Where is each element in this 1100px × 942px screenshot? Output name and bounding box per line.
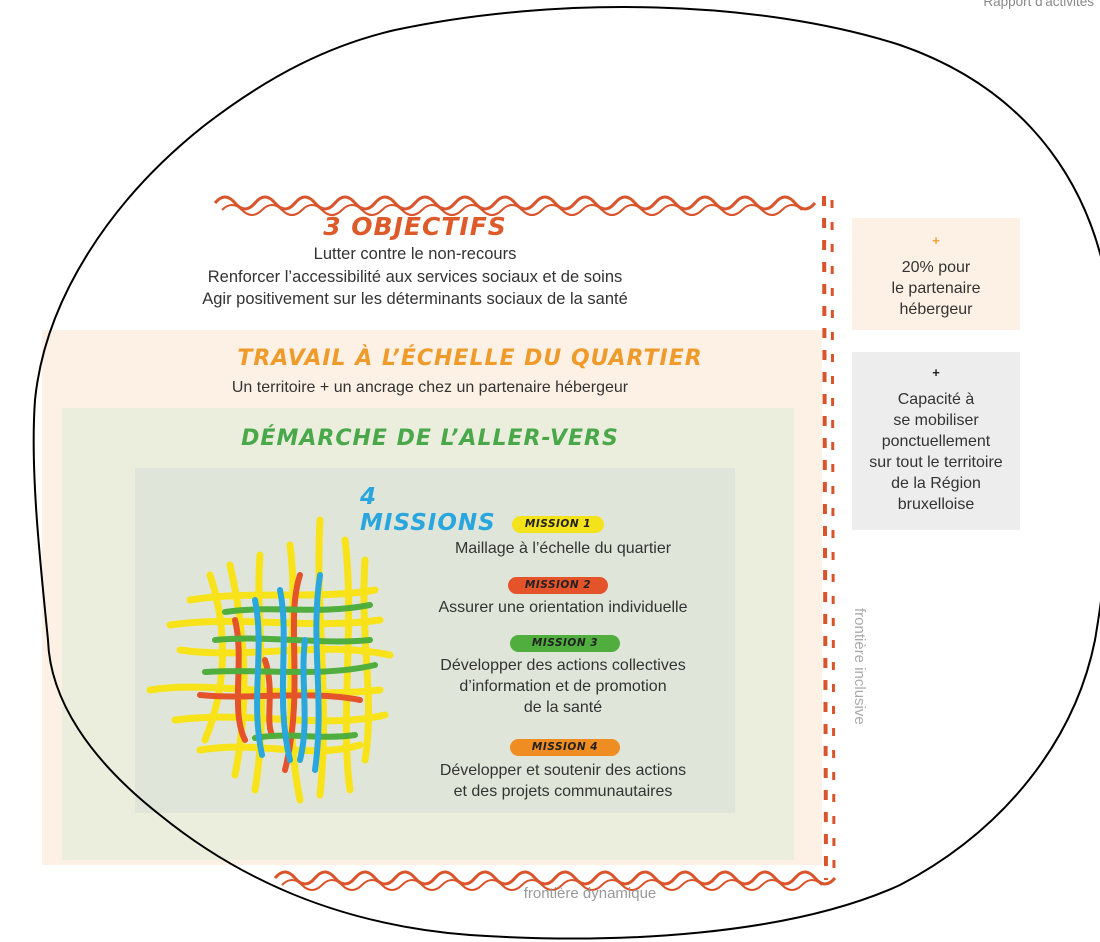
mission-1-tag: MISSION 1 [512, 516, 604, 533]
quartier-title: TRAVAIL À L’ÉCHELLE DU QUARTIER [237, 346, 703, 371]
mission-line: Développer des actions collectives [440, 657, 686, 674]
mission-line: Développer et soutenir des actions [439, 762, 687, 779]
side-box-line: 20% pour [901, 259, 971, 276]
side-box-line: bruxelloise [897, 496, 975, 513]
mission-line: Assurer une orientation individuelle [438, 599, 688, 616]
quartier-subtitle: Un territoire + un ancrage chez un parte… [231, 379, 629, 396]
side-box-line: sur tout le territoire [869, 454, 1003, 471]
mesh-scribble [146, 516, 394, 804]
plus-icon: + [932, 233, 940, 248]
objective-item: Renforcer l’accessibilité aux services s… [207, 267, 623, 286]
frontier-dynamic-label: frontière dynamique [523, 885, 657, 902]
mission-2-description: Assurer une orientation individuelle [398, 597, 728, 618]
frontier-inclusive-label: frontière inclusive [851, 608, 868, 725]
side-box-line: hébergeur [899, 301, 973, 318]
plus-icon: + [932, 365, 940, 380]
regional-mobilisation-box: + Capacité à se mobiliser ponctuellement… [852, 352, 1020, 530]
side-box-line: ponctuellement [881, 433, 991, 450]
objectives-title: 3 OBJECTIFS [323, 212, 507, 241]
mission-3-tag: MISSION 3 [510, 635, 620, 652]
side-box-line: se mobiliser [893, 412, 979, 429]
side-box-line: Capacité à [897, 391, 975, 408]
mission-line: d’information et de promotion [459, 678, 667, 695]
aller-vers-title: DÉMARCHE DE L’ALLER-VERS [241, 426, 619, 451]
objective-item: Agir positivement sur les déterminants s… [202, 290, 628, 308]
mission-line: et des projets communautaires [453, 783, 673, 800]
missions-title: 4 MISSIONS [360, 484, 496, 536]
mission-2-tag: MISSION 2 [508, 577, 608, 594]
mission-4-description: Développer et soutenir des actions et de… [398, 760, 728, 802]
side-box-line: le partenaire [891, 280, 981, 297]
objective-item: Lutter contre le non-recours [313, 245, 517, 263]
mission-line: de la santé [523, 699, 603, 716]
top-wave [213, 195, 817, 211]
partner-share-box: + 20% pour le partenaire hébergeur [852, 218, 1020, 330]
inclusive-border [822, 195, 828, 881]
bottom-wave [273, 870, 837, 886]
mission-3-description: Développer des actions collectives d’inf… [398, 655, 728, 718]
objectives-list: Lutter contre le non-recours Renforcer l… [150, 243, 680, 311]
boundary-circle [32, 6, 1100, 940]
mission-1-description: Maillage à l’échelle du quartier [398, 538, 728, 559]
mission-4-tag: MISSION 4 [510, 739, 620, 756]
report-header-label: Rapport d'activités [983, 0, 1094, 9]
mission-line: Maillage à l’échelle du quartier [454, 540, 672, 557]
side-box-line: de la Région [891, 475, 981, 492]
